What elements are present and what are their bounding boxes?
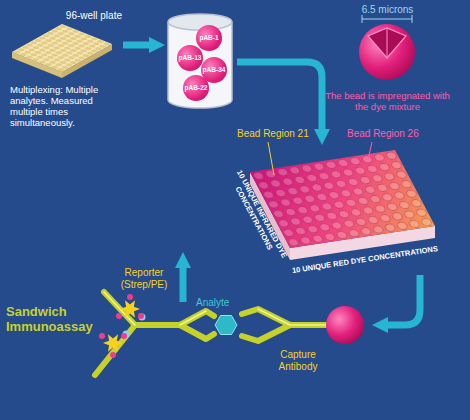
antibody-highlight bbox=[258, 309, 326, 325]
node-label: 10 UNIQUE RED DYE CONCENTRATIONS bbox=[265, 241, 464, 279]
bead-closeup: 6.5 micronsThe bead is impregnated with … bbox=[330, 4, 445, 122]
bead: pAB-22 bbox=[183, 75, 209, 101]
antibody-arm bbox=[180, 325, 214, 339]
bead-sphere bbox=[359, 24, 415, 80]
flow-arrow bbox=[123, 42, 155, 49]
pe-dot bbox=[99, 333, 105, 339]
bead: pAB-13 bbox=[177, 45, 203, 71]
tube-body bbox=[168, 22, 232, 108]
node-label: 10 UNIQUE INFRARED DYE CONCENTRATIONS bbox=[227, 168, 290, 265]
dye-plate: Bead Region 21Bead Region 2610 UNIQUE IN… bbox=[225, 145, 470, 275]
node-label: Multiplexing: Multiple analytes. Measure… bbox=[10, 84, 122, 128]
node-label: Analyte bbox=[196, 297, 229, 309]
analyte-hexagon bbox=[215, 316, 237, 335]
node-label: Sandwich Immunoassay bbox=[6, 305, 101, 335]
plate-top bbox=[12, 24, 112, 72]
flow-arrow bbox=[382, 275, 420, 325]
size-bracket bbox=[362, 19, 412, 20]
size-bracket bbox=[412, 15, 413, 23]
antibody-stem bbox=[135, 322, 180, 328]
node-label: 96-well plate bbox=[52, 10, 122, 22]
node-label: Bead Region 21 bbox=[237, 128, 309, 140]
pe-dot bbox=[138, 313, 144, 319]
plate-wells bbox=[12, 24, 112, 72]
biotin-dot bbox=[139, 314, 146, 321]
cycle-arrow bbox=[180, 262, 187, 302]
bead: pAB-1 bbox=[196, 25, 222, 51]
leader-line bbox=[368, 142, 372, 160]
node-label: The bead is impregnated with the dye mix… bbox=[325, 90, 450, 112]
bead-tube: pAB-1 pAB-13 pAB-34 pAB-22 bbox=[165, 12, 237, 112]
flow-arrow bbox=[237, 62, 322, 135]
pe-dot bbox=[110, 352, 116, 358]
node-label: Reporter (Strep/PE) bbox=[112, 267, 176, 290]
bead-cutaway bbox=[387, 28, 388, 58]
node-label: pAB-22 bbox=[183, 84, 209, 91]
node-label: 6.5 microns bbox=[330, 4, 445, 16]
node-label: Capture Antibody bbox=[268, 349, 328, 372]
reporter-star bbox=[103, 334, 123, 351]
antibody-arm bbox=[242, 309, 290, 325]
node-label: pAB-1 bbox=[196, 34, 222, 41]
plate-group: 96-well plateMultiplexing: Multiple anal… bbox=[8, 8, 123, 132]
pe-dot bbox=[116, 313, 122, 319]
node-label: pAB-13 bbox=[177, 54, 203, 61]
reporter-star bbox=[120, 300, 140, 317]
antibody-highlight bbox=[180, 311, 206, 325]
pe-dot bbox=[121, 333, 127, 339]
node-label: Bead Region 26 bbox=[347, 128, 419, 140]
antibody-arm bbox=[242, 325, 290, 341]
immunoassay-group: Sandwich Immunoassay Reporter (Strep/PE) A… bbox=[0, 245, 372, 420]
size-bracket bbox=[362, 15, 363, 23]
antibody-arm bbox=[95, 325, 135, 375]
leader-line bbox=[268, 142, 274, 175]
capture-bead bbox=[326, 306, 364, 344]
antibody-arm bbox=[180, 311, 214, 325]
pe-dot bbox=[127, 294, 133, 300]
bead-cutaway bbox=[368, 28, 406, 58]
node-label: pAB-34 bbox=[201, 66, 227, 73]
